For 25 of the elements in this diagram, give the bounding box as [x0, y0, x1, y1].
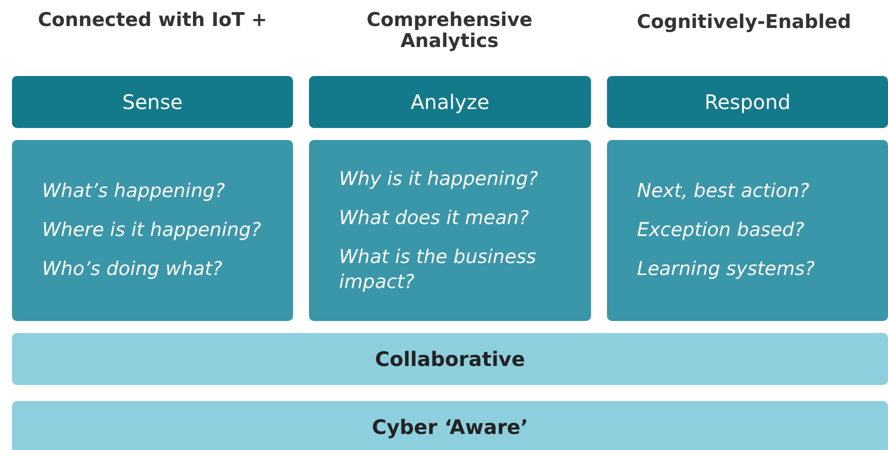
column-heading: Comprehensive Analytics — [366, 10, 534, 52]
question-panel — [309, 140, 591, 321]
question-text: What is the business impact? — [339, 244, 538, 294]
question-text: Why is it happening? — [339, 166, 540, 192]
layer-band — [12, 401, 888, 450]
question-text: What does it mean? — [339, 206, 530, 230]
header-text: Respond — [704, 90, 791, 114]
column-header — [12, 76, 293, 128]
header-text: Sense — [122, 90, 183, 114]
band-text: Cyber ‘Aware’ — [372, 415, 528, 439]
column-heading: Connected with IoT + — [36, 10, 268, 31]
question-text: Exception based? — [637, 218, 806, 243]
question-text: What’s happening? — [42, 179, 226, 204]
column-header — [309, 76, 591, 128]
question-text: Who’s doing what? — [42, 257, 224, 282]
column-header — [607, 76, 888, 128]
question-text: Next, best action? — [637, 179, 810, 204]
question-panel — [607, 140, 888, 321]
layer-band — [12, 333, 888, 385]
question-text: Learning systems? — [637, 257, 816, 282]
question-text: Where is it happening? — [42, 218, 262, 243]
header-text: Analyze — [410, 90, 490, 114]
question-panel — [12, 140, 293, 321]
column-heading: Cognitively-Enabled — [636, 12, 852, 33]
band-text: Collaborative — [374, 347, 526, 371]
